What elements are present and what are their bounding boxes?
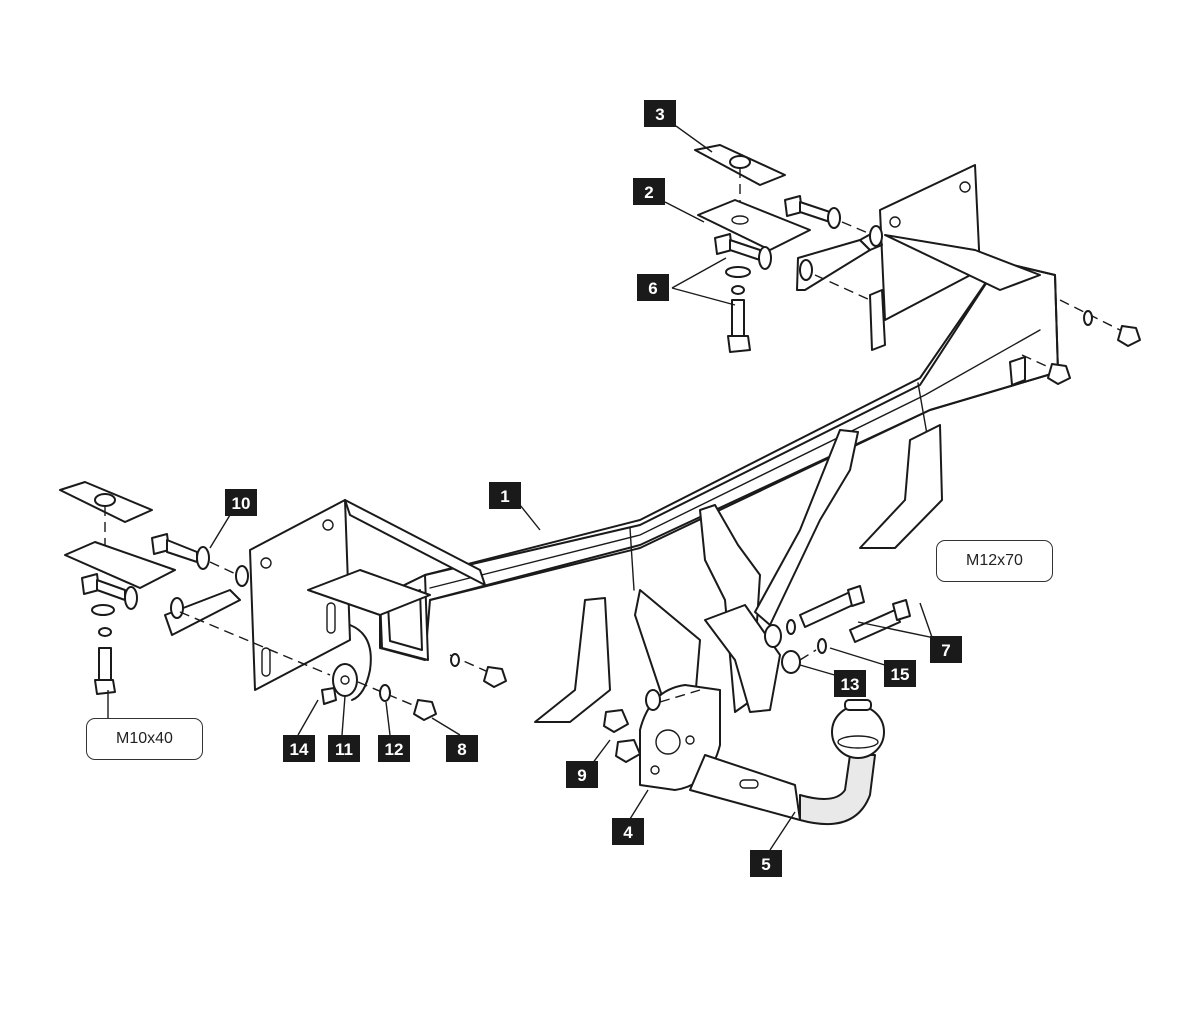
left-side-bracket — [249, 499, 486, 701]
svg-text:6: 6 — [648, 279, 657, 298]
svg-text:5: 5 — [761, 855, 770, 874]
svg-text:14: 14 — [290, 740, 309, 759]
part-tag-11: 11 — [328, 735, 360, 762]
right-side-bracket — [869, 164, 1041, 351]
part-tag-8: 8 — [446, 735, 478, 762]
tow-ball-arm — [689, 699, 885, 826]
svg-text:9: 9 — [577, 766, 586, 785]
part-tag-3: 3 — [644, 100, 676, 127]
part-tag-5: 5 — [750, 850, 782, 877]
svg-text:15: 15 — [891, 665, 910, 684]
part-tag-4: 4 — [612, 818, 644, 845]
spec-label-m10x40: M10x40 — [116, 730, 173, 747]
part-tag-7: 7 — [930, 636, 962, 663]
part-tag-1: 1 — [489, 482, 521, 509]
part-tag-15: 15 — [884, 660, 916, 687]
svg-text:1: 1 — [500, 487, 509, 506]
part-tag-14: 14 — [283, 735, 315, 762]
svg-text:8: 8 — [457, 740, 466, 759]
svg-text:12: 12 — [385, 740, 404, 759]
part-tag-2: 2 — [633, 178, 665, 205]
svg-text:13: 13 — [841, 675, 860, 694]
top-right-clamp-plates — [694, 144, 883, 291]
part-tag-13: 13 — [834, 670, 866, 697]
part-tag-12: 12 — [378, 735, 410, 762]
svg-text:3: 3 — [655, 105, 664, 124]
part-tag-6: 6 — [637, 274, 669, 301]
svg-text:7: 7 — [941, 641, 950, 660]
fasteners — [81, 195, 1141, 763]
svg-text:2: 2 — [644, 183, 653, 202]
part-tag-10: 10 — [225, 489, 257, 516]
spec-callout-m10x40: M10x40 — [86, 718, 203, 760]
part-tag-9: 9 — [566, 761, 598, 788]
hitch-mount-brackets — [634, 429, 859, 713]
spec-callout-m12x70: M12x70 — [936, 540, 1053, 582]
svg-text:4: 4 — [623, 823, 633, 842]
spec-label-m12x70: M12x70 — [966, 552, 1023, 569]
svg-text:11: 11 — [335, 740, 353, 759]
svg-text:10: 10 — [232, 494, 251, 513]
top-left-clamp-plates — [59, 481, 241, 636]
leader-lines — [107, 125, 945, 851]
